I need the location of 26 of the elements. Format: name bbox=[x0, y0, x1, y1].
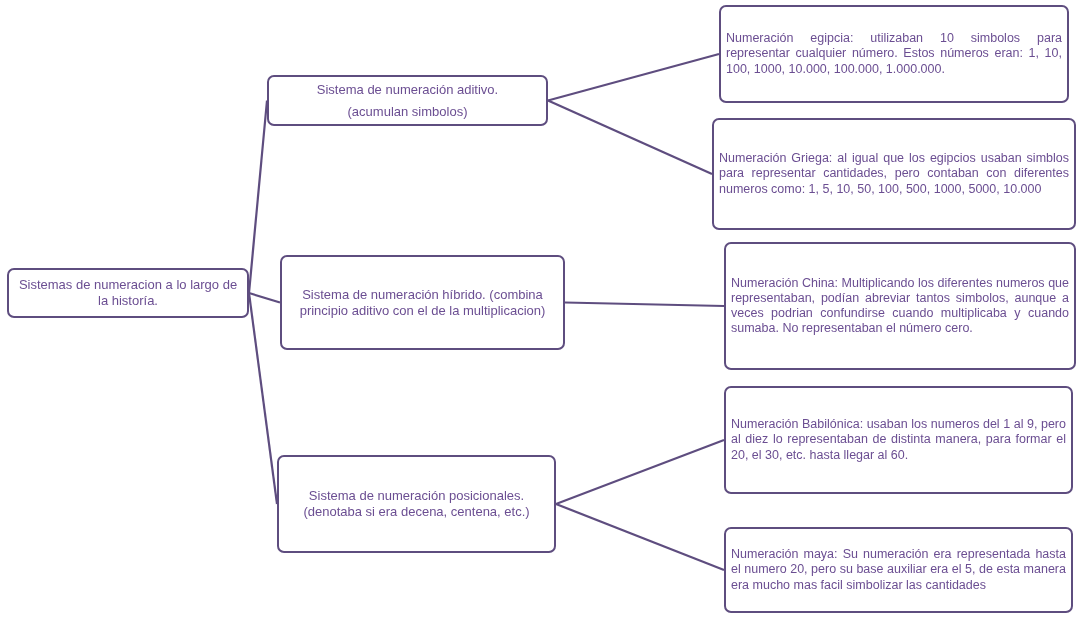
box-text: Sistema de numeración posicionales. (denotaba si era decena, centena, etc.) bbox=[302, 488, 531, 520]
box-text: Sistema de numeración aditivo. bbox=[315, 81, 500, 98]
connector-line bbox=[248, 291, 281, 304]
box-text: (acumulan simbolos) bbox=[346, 103, 469, 120]
topic-box bbox=[280, 255, 565, 350]
description-box bbox=[724, 527, 1073, 613]
topic-box bbox=[7, 268, 249, 318]
connector-line bbox=[555, 438, 725, 506]
box-text: Numeración China: Multiplicando los diferentes numeros que representaban, podían abreviar tantos simbolos, aunque a veces podrian confundirse cuando multiplicaba y cuando sumaba. No representaban el número cero. bbox=[731, 275, 1069, 337]
box-text: Numeración egipcia: utilizaban 10 simbolos para representar cualquier número. Estos números eran: 1, 10, 100, 1000, 10.000, 100.000, 1.000.000. bbox=[726, 31, 1062, 77]
description-box bbox=[719, 5, 1069, 103]
connector-line bbox=[564, 301, 725, 308]
connector-line bbox=[555, 502, 725, 572]
description-box bbox=[724, 242, 1076, 370]
connector-line bbox=[247, 100, 269, 294]
box-text: Sistema de numeración híbrido. (combina principio aditivo con el de la multiplicacion) bbox=[298, 286, 547, 319]
description-box bbox=[724, 386, 1073, 494]
topic-box bbox=[277, 455, 556, 553]
description-box bbox=[712, 118, 1076, 230]
box-text: Numeración Griega: al igual que los egipcios usaban simblos para representar cantidades, pero contaban con diferentes numeros como: 1, 5, 10, 50, 100, 500, 1000, 5000, 10.000 bbox=[719, 151, 1069, 197]
topic-box bbox=[267, 75, 548, 126]
box-text: Sistemas de numeracion a lo largo de la historía. bbox=[17, 277, 239, 309]
box-text: Numeración Babilónica: usaban los numeros del 1 al 9, pero al diez lo representaban de distinta manera, para formar el 20, el 30, etc. hasta llegar al 60. bbox=[731, 417, 1066, 463]
connector-line bbox=[547, 52, 720, 102]
box-text: Numeración maya: Su numeración era representada hasta el numero 20, pero su base auxiliar era el 5, de esta manera era mucho mas facil simbolizar las cantidades bbox=[731, 547, 1066, 593]
connector-line bbox=[247, 292, 279, 505]
